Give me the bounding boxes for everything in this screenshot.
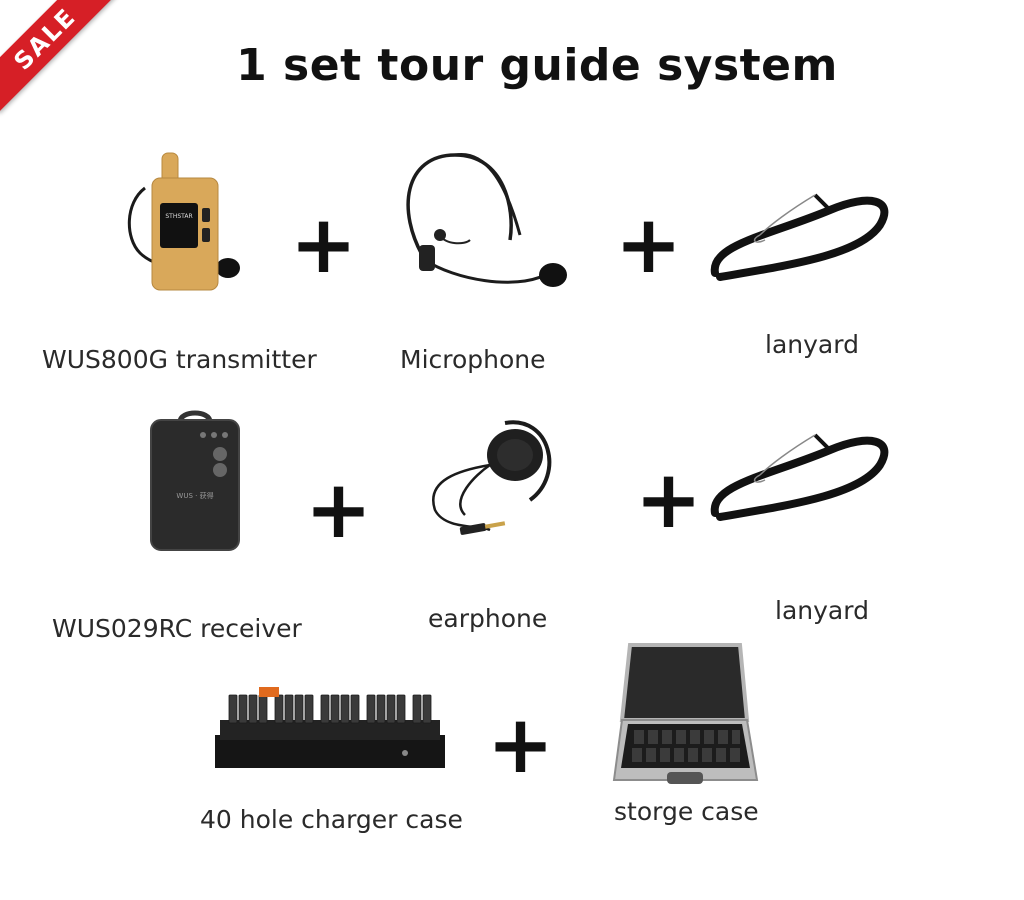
charger-case-image [215,687,445,768]
item-label-lanyard: lanyard [765,330,859,359]
microphone-image [406,152,567,287]
receiver-brand-text: WUS · 获得 [176,491,213,500]
receiver-image: WUS · 获得 [150,410,240,551]
earphone-image [432,420,552,535]
item-label-lanyard: lanyard [775,596,869,625]
lanyard-image [710,433,889,521]
item-label-storage-case: storge case [614,797,759,826]
item-label-microphone: Microphone [400,345,546,374]
item-label-receiver: WUS029RC receiver [52,614,302,643]
plus-sign: + [305,463,373,556]
transmitter-image: STHSTAR [127,152,240,291]
item-label-earphone: earphone [428,604,548,633]
item-label-transmitter: WUS800G transmitter [42,345,317,374]
storage-case-image [612,643,759,784]
item-label-charger-case: 40 hole charger case [200,805,463,834]
plus-sign: + [615,198,683,291]
lanyard-image [710,193,889,281]
plus-sign: + [635,453,703,546]
plus-sign: + [487,698,555,791]
transmitter-screen-text: STHSTAR [165,213,192,220]
page-title: 1 set tour guide system [236,40,838,91]
plus-sign: + [290,198,358,291]
